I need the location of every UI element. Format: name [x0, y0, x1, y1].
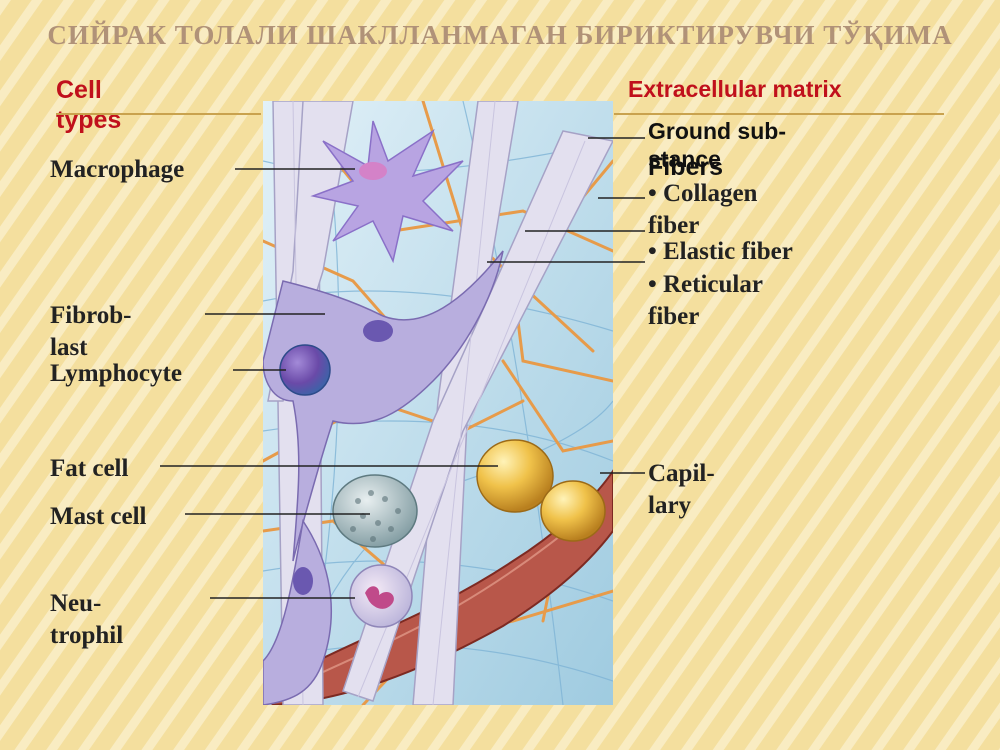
- fat-cell-label: Fat cell: [50, 455, 129, 482]
- extracellular-matrix-rule: [614, 113, 944, 115]
- ground-substance-label: Ground sub-stance: [648, 118, 786, 172]
- neutrophil-nucleus: [365, 586, 394, 609]
- cell-types-rule: [56, 113, 261, 115]
- reticular-fiber-label: • Reticular fiber: [648, 271, 763, 330]
- fibroblast-label: Fibrob-last: [50, 302, 132, 361]
- capillary-label: Capil-lary: [648, 460, 715, 519]
- fibers-label: Fibers: [648, 153, 724, 181]
- mast-cell: [332, 474, 418, 548]
- neutrophil-label: Neu-trophil: [50, 590, 124, 649]
- fat-cell: [540, 480, 606, 542]
- slide-title: СИЙРАК ТОЛАЛИ ШАКЛЛАНМАГАН БИРИКТИРУВЧИ …: [47, 20, 953, 50]
- mast-cell-label: Mast cell: [50, 503, 147, 530]
- extracellular-matrix-header: Extracellular matrix: [628, 76, 842, 102]
- collagen-fiber-bundle: [342, 130, 613, 702]
- lymphocyte-label: Lymphocyte: [50, 360, 182, 387]
- macrophage-cell: [310, 120, 464, 264]
- connective-tissue-illustration: [263, 101, 613, 705]
- collagen-fiber-label: • Collagen fiber: [648, 180, 758, 239]
- fat-cell: [476, 439, 554, 513]
- fibroblast-nucleus: [363, 320, 393, 342]
- lymphocyte-cell: [279, 344, 331, 396]
- capillary-vessel: [263, 469, 613, 705]
- cell-types-header: Cell types: [56, 76, 122, 134]
- macrophage-label: Macrophage: [50, 156, 185, 183]
- macrophage-nucleus: [359, 162, 387, 180]
- elastic-fiber-label: • Elastic fiber: [648, 238, 793, 265]
- fibroblast-cell: [263, 250, 504, 562]
